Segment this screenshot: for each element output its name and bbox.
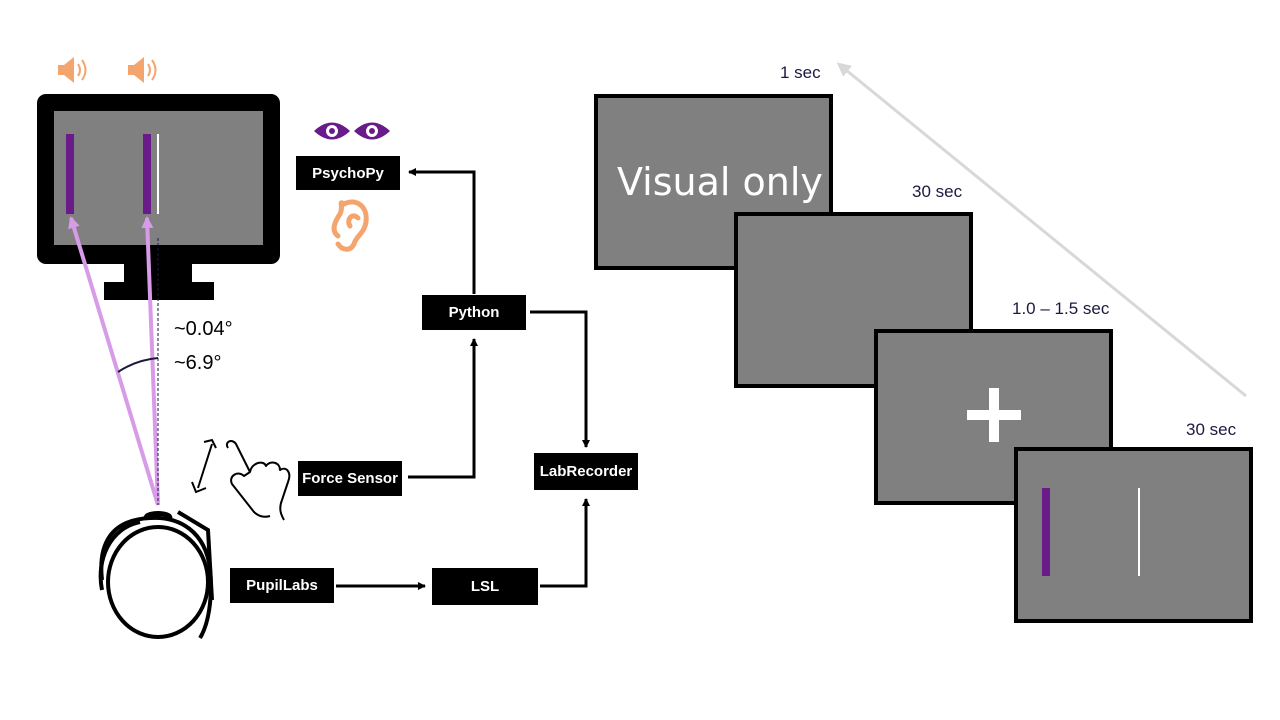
force-sensor-box: Force Sensor bbox=[298, 461, 402, 496]
angle-label-small: ~0.04° bbox=[174, 318, 233, 340]
arrow-lsl-to-labrecorder bbox=[540, 498, 590, 588]
angle-label-large: ~6.9° bbox=[174, 352, 222, 374]
sight-line-left bbox=[68, 216, 160, 506]
reference-line bbox=[1138, 488, 1140, 576]
reference-line bbox=[157, 134, 159, 214]
lsl-box: LSL bbox=[432, 568, 538, 605]
hand-icon bbox=[226, 440, 291, 521]
python-box: Python bbox=[422, 295, 526, 330]
duration-label-1: 1 sec bbox=[780, 63, 821, 82]
visual-only-text: Visual only bbox=[617, 160, 823, 204]
duration-label-3: 1.0 – 1.5 sec bbox=[1012, 299, 1110, 318]
arrow-python-to-labrecorder bbox=[530, 310, 590, 448]
stimulus-bar-right bbox=[143, 134, 151, 214]
connections bbox=[336, 168, 590, 590]
vertical-double-arrow-icon bbox=[191, 438, 217, 494]
eye-icon bbox=[354, 122, 390, 140]
eye-icon bbox=[314, 122, 350, 140]
angle-arc bbox=[117, 357, 159, 373]
head-icon bbox=[98, 510, 214, 640]
arrow-python-to-psychopy bbox=[408, 168, 476, 294]
pupillabs-box: PupilLabs bbox=[230, 568, 334, 603]
duration-label-4: 30 sec bbox=[1186, 420, 1237, 439]
monitor bbox=[37, 94, 280, 300]
stimulus-bar-left bbox=[66, 134, 74, 214]
fixation-cross-horizontal bbox=[967, 410, 1021, 420]
speaker-icon bbox=[128, 57, 157, 83]
sight-line-center bbox=[141, 216, 160, 506]
stimulus-bar bbox=[1042, 488, 1050, 576]
labrecorder-box: LabRecorder bbox=[534, 453, 638, 490]
duration-label-2: 30 sec bbox=[912, 182, 963, 201]
speaker-icon bbox=[58, 57, 87, 83]
ear-icon bbox=[331, 199, 369, 252]
arrow-forcesensor-to-python bbox=[408, 338, 478, 479]
psychopy-box: PsychoPy bbox=[296, 156, 400, 190]
time-arrow bbox=[836, 62, 1247, 398]
trial-screen-4 bbox=[1014, 447, 1253, 623]
